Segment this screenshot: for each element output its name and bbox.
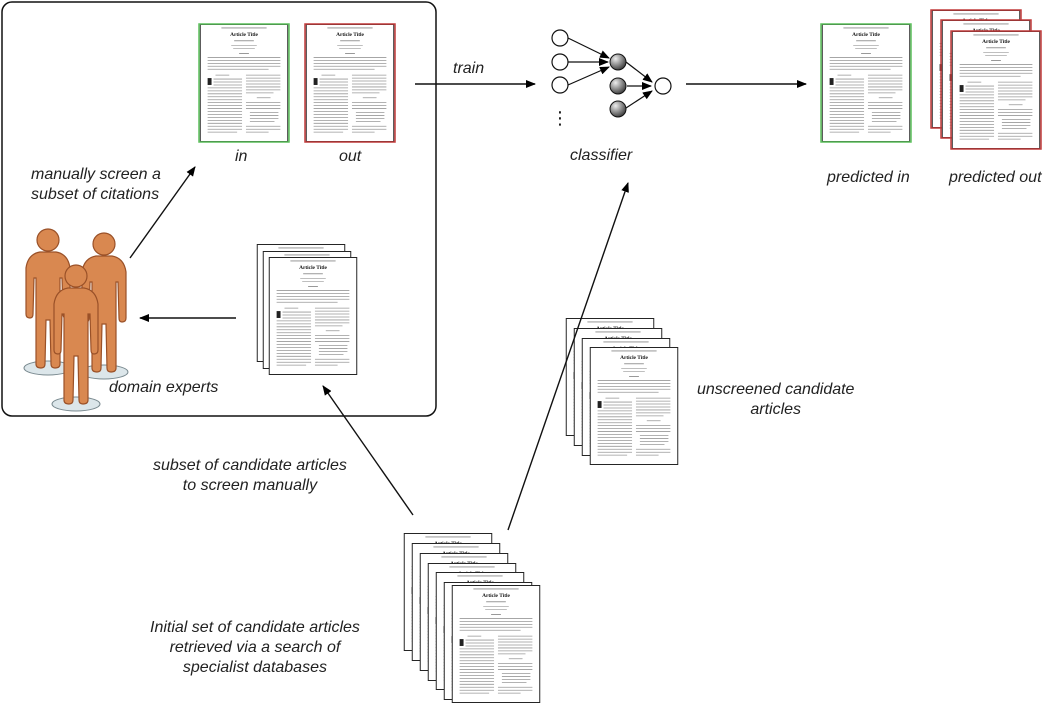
unscreened-label: unscreened candidate articles (697, 381, 855, 418)
training-box (1, 1, 437, 417)
domain-experts-label: domain experts (109, 379, 219, 396)
in-document (198, 23, 290, 143)
in-label: in (235, 148, 248, 165)
input-node (551, 53, 569, 71)
classifier-label: classifier (570, 147, 633, 164)
arrow-subset (322, 385, 414, 516)
arrow-manual-screen (129, 166, 196, 259)
classifier-network: ⋮ (551, 29, 672, 128)
unscreened-articles-stack (565, 318, 679, 465)
subset-articles-stack (256, 244, 358, 375)
hidden-node (609, 77, 627, 95)
hidden-node (609, 100, 627, 118)
arrow-unscreened-to-classifier (507, 182, 629, 531)
output-node (654, 77, 672, 95)
train-label: train (453, 60, 485, 77)
predicted-out-document-stack (930, 9, 1042, 150)
subset-candidates-label: subset of candidate articles to screen m… (153, 457, 347, 494)
manual-screen-label: manually screen a subset of citations (31, 166, 161, 203)
predicted-in-document (820, 23, 912, 143)
hidden-node (609, 53, 627, 71)
predicted-in-label: predicted in (827, 169, 910, 186)
input-node (551, 29, 569, 47)
predicted-out-label: predicted out (949, 169, 1042, 186)
out-label: out (339, 148, 362, 165)
out-document (304, 23, 396, 143)
ellipsis-glyph: ⋮ (551, 108, 569, 128)
initial-set-label: Initial set of candidate articles retrie… (150, 619, 360, 676)
initial-articles-stack (403, 533, 541, 703)
input-node (551, 76, 569, 94)
